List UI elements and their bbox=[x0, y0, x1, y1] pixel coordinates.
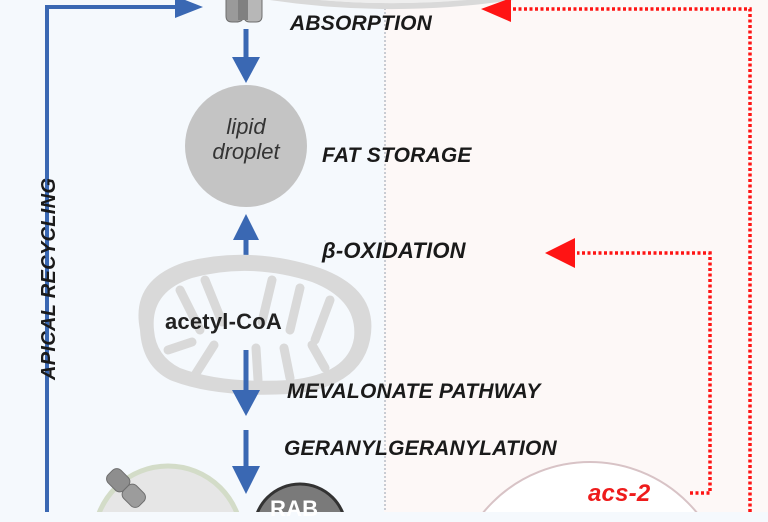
acs2-gene-label: acs-2 bbox=[588, 480, 651, 507]
beta-oxidation-label: β-OXIDATION bbox=[322, 238, 466, 263]
apical-recycling-arrowhead bbox=[175, 0, 203, 18]
lipid-droplet bbox=[185, 85, 307, 207]
vesicle-icon bbox=[96, 463, 240, 512]
geranylgeranylation-label: GERANYLGERANYLATION bbox=[284, 437, 557, 460]
left-panel-background bbox=[0, 0, 384, 512]
right-panel-background bbox=[384, 0, 768, 512]
apical-membrane bbox=[269, 0, 514, 10]
lipid-droplet-label: lipid droplet bbox=[190, 114, 302, 164]
acetyl-coa-label: acetyl-CoA bbox=[165, 309, 282, 334]
acs2-to-absorption-path bbox=[508, 7, 752, 512]
geranylgeranylation-arrowhead bbox=[232, 466, 260, 494]
lipid-droplet-line2: droplet bbox=[212, 139, 280, 164]
transporter-icon bbox=[225, 0, 263, 23]
acs2-to-beta-oxidation-path bbox=[577, 251, 712, 495]
fat-storage-label: FAT STORAGE bbox=[322, 144, 472, 167]
beta-oxidation-arrowhead-up bbox=[233, 214, 259, 240]
mitochondrion-icon bbox=[138, 254, 372, 395]
rab-label: RAB bbox=[270, 496, 319, 521]
absorption-label: ABSORPTION bbox=[290, 12, 433, 35]
lipid-droplet-line1: lipid bbox=[226, 114, 266, 139]
absorption-inhibit-arrowhead bbox=[481, 0, 511, 22]
apical-recycling-label: APICAL RECYCLING bbox=[38, 177, 60, 380]
rab-protein bbox=[256, 482, 344, 512]
absorption-arrowhead bbox=[232, 57, 260, 83]
apical-recycling-arrow bbox=[45, 5, 178, 512]
mevalonate-arrowhead bbox=[232, 390, 260, 416]
beta-oxidation-inhibit-arrowhead bbox=[545, 238, 575, 268]
nucleus-outline bbox=[482, 461, 698, 512]
mevalonate-pathway-label: MEVALONATE PATHWAY bbox=[287, 380, 541, 403]
